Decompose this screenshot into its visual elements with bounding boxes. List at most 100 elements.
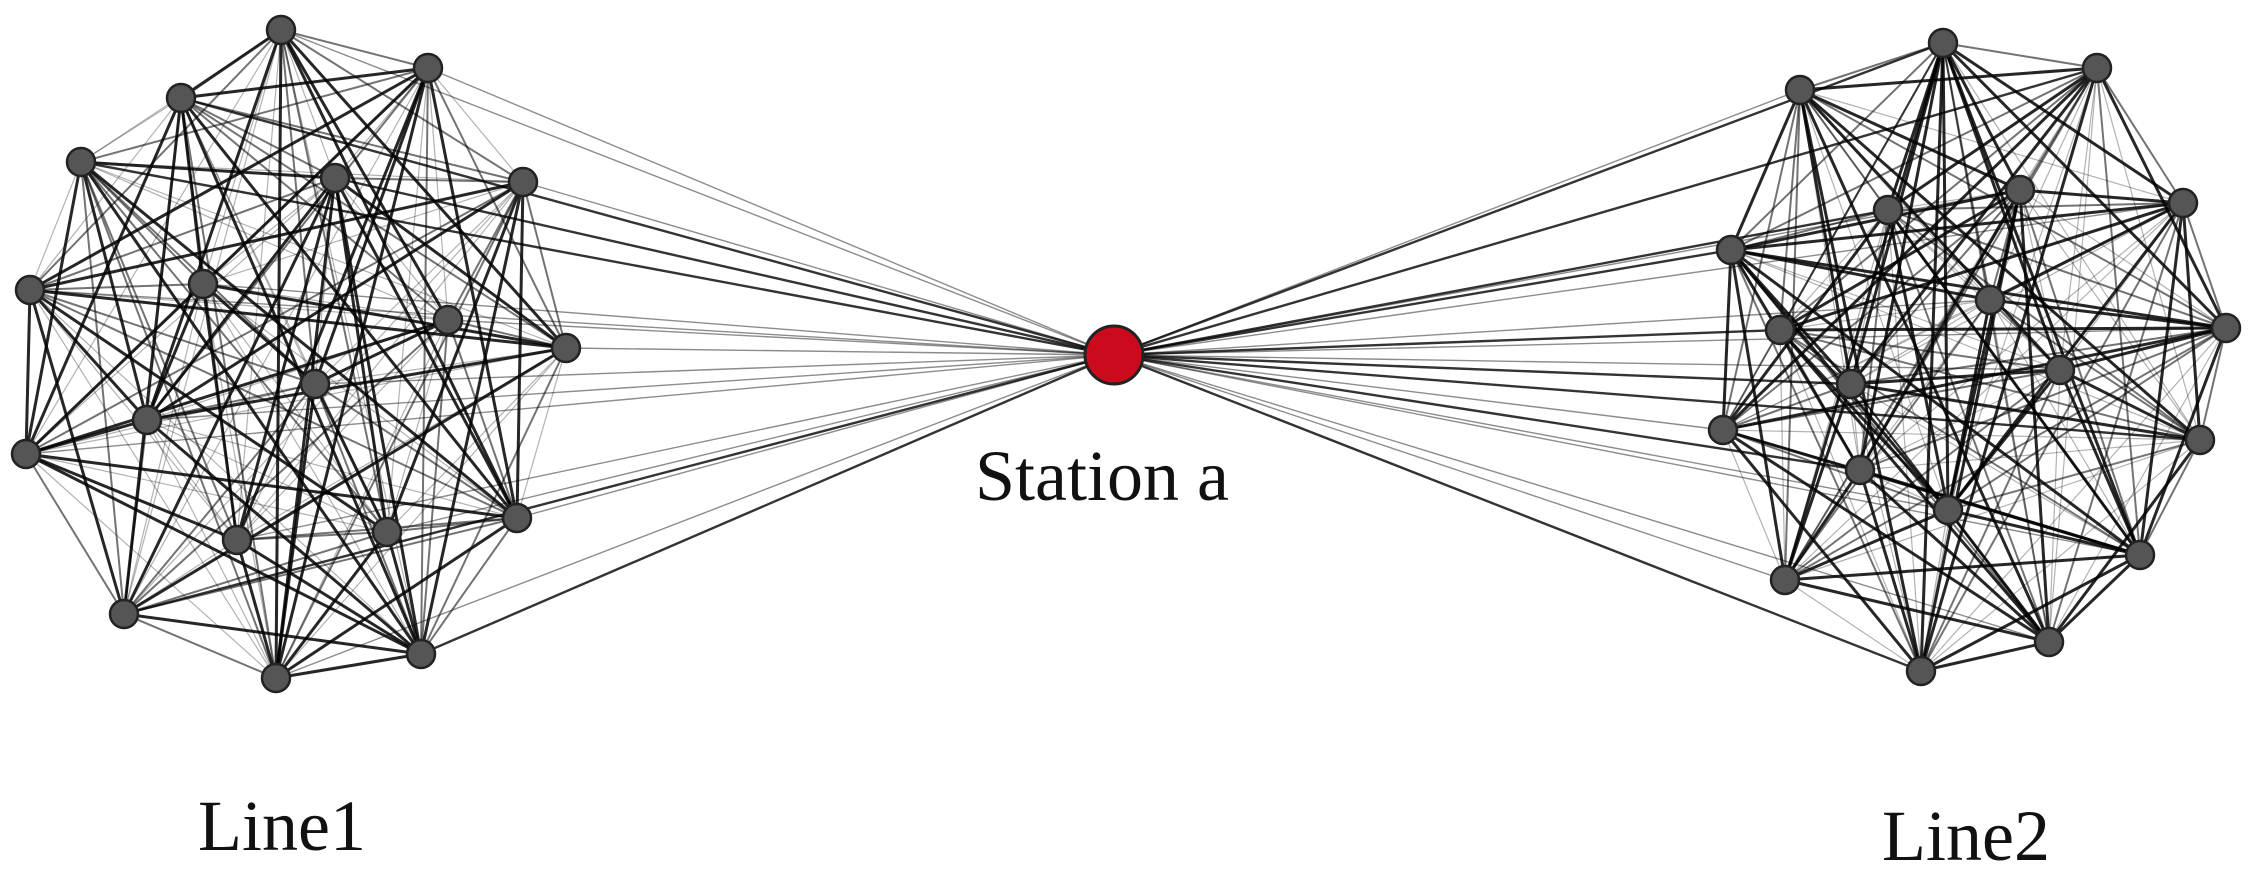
edge <box>2019 188 2184 205</box>
edge <box>275 347 567 679</box>
edge <box>202 282 567 350</box>
edge <box>1113 353 1861 472</box>
edge <box>1799 66 2098 92</box>
edge <box>1779 326 2227 332</box>
edge <box>1113 299 1991 356</box>
edge <box>80 160 336 180</box>
edge <box>146 354 1115 421</box>
edge <box>1730 201 2184 252</box>
edge <box>1850 368 2061 386</box>
edge <box>280 29 336 179</box>
edge <box>1942 42 2098 69</box>
edge <box>1989 299 2141 556</box>
edge <box>79 161 149 421</box>
edge <box>1920 640 2050 673</box>
line2-node <box>2004 174 2036 206</box>
edge <box>236 354 1115 541</box>
edge <box>1779 201 2184 332</box>
edge <box>386 67 429 533</box>
edge <box>1113 89 1801 356</box>
edge <box>123 531 388 615</box>
edge <box>2048 369 2061 643</box>
edge <box>1113 208 1889 357</box>
edge <box>1730 249 2201 441</box>
line2-node <box>1974 284 2006 316</box>
edge <box>1113 353 1922 673</box>
edge <box>2182 202 2227 329</box>
edge <box>1721 209 1890 431</box>
edge <box>80 67 429 163</box>
line2-node <box>1715 234 1747 266</box>
edge <box>1113 354 1724 431</box>
edge <box>2138 327 2228 556</box>
line1-node <box>108 598 140 630</box>
edge <box>201 283 239 541</box>
edge <box>1850 202 2184 385</box>
edge <box>25 29 282 455</box>
edge <box>1920 553 2141 673</box>
line2-node <box>2167 187 2199 219</box>
edge <box>29 177 336 291</box>
line2-node <box>1784 74 1816 106</box>
edge <box>1113 327 2227 356</box>
edge <box>236 531 388 541</box>
edge <box>28 288 149 422</box>
edge <box>1783 42 1945 581</box>
edge <box>1113 202 2184 356</box>
edge <box>29 97 182 291</box>
edge <box>1721 429 1923 672</box>
edge <box>1779 329 2201 441</box>
edge <box>25 452 238 542</box>
edge <box>1920 299 1991 672</box>
edge <box>280 29 422 655</box>
edge <box>2048 327 2227 643</box>
edge <box>447 319 1115 356</box>
edge <box>236 181 524 541</box>
edge <box>24 97 183 455</box>
line1-node <box>550 332 582 364</box>
edge <box>80 97 182 163</box>
edge <box>1778 328 1950 512</box>
line1-node <box>405 638 437 670</box>
edge <box>1113 354 2141 556</box>
edge <box>202 177 336 285</box>
edge <box>420 353 1115 656</box>
edge <box>386 319 449 533</box>
edge <box>1859 439 2201 471</box>
edge <box>122 177 337 615</box>
edge <box>146 180 524 422</box>
edge <box>80 160 518 520</box>
edge <box>427 67 1115 356</box>
line1-internal-edges <box>24 28 568 680</box>
edge <box>522 181 1115 356</box>
edge <box>447 319 518 519</box>
edge <box>25 453 277 679</box>
edge <box>1799 89 1991 301</box>
line1-node <box>14 274 46 306</box>
line2-node <box>2033 626 2065 658</box>
edge <box>25 452 422 656</box>
edge <box>1850 209 1889 385</box>
edge <box>145 283 205 421</box>
edge <box>1886 209 2142 556</box>
edge <box>314 318 449 386</box>
edge <box>1920 327 2227 672</box>
edge <box>25 418 148 456</box>
edge <box>236 538 422 656</box>
edge <box>123 419 148 615</box>
line1-node <box>501 502 533 534</box>
edge <box>2096 67 2184 204</box>
edge <box>180 96 1115 357</box>
edge <box>516 347 567 519</box>
edge <box>515 181 525 519</box>
edge <box>123 539 238 615</box>
hub-label: Station a <box>975 436 1229 516</box>
edge <box>1784 578 2050 644</box>
edge <box>2059 368 2201 442</box>
edge <box>25 347 567 455</box>
edge <box>80 161 449 321</box>
line1-node <box>65 146 97 178</box>
edge <box>1920 202 2184 672</box>
edge <box>180 97 449 321</box>
edge <box>146 419 388 533</box>
